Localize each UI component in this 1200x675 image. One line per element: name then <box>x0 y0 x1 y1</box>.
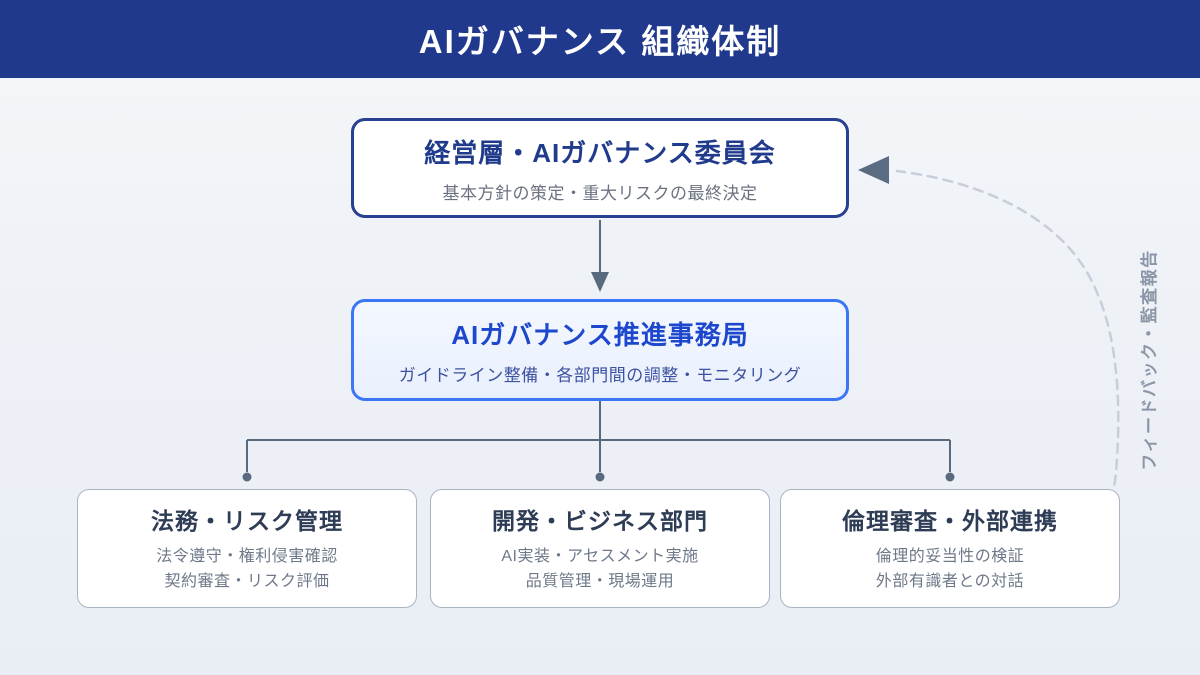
dept-subtitle: 法令遵守・権利侵害確認 契約審査・リスク評価 <box>156 545 338 595</box>
page-title: AIガバナンス 組織体制 <box>418 23 782 60</box>
executive-title: 経営層・AIガバナンス委員会 <box>424 137 776 168</box>
feedback-arrowhead-icon <box>858 156 889 184</box>
office-title: AIガバナンス推進事務局 <box>451 319 749 350</box>
dept-subtitle-line2: 品質管理・現場運用 <box>525 573 675 590</box>
office-subtitle: ガイドライン整備・各部門間の調整・モニタリング <box>398 365 802 385</box>
dept-subtitle-line2: 契約審査・リスク評価 <box>164 573 330 590</box>
down-arrowhead-icon <box>591 272 609 292</box>
dept-subtitle-line1: AI実装・アセスメント実施 <box>501 548 699 566</box>
node-legal-risk: 法務・リスク管理 法令遵守・権利侵害確認 契約審査・リスク評価 <box>77 489 417 608</box>
dept-subtitle: 倫理的妥当性の検証 外部有識者との対話 <box>876 545 1025 595</box>
node-dev-business: 開発・ビジネス部門 AI実装・アセスメント実施 品質管理・現場運用 <box>430 489 770 608</box>
dept-subtitle-line1: 法令遵守・権利侵害確認 <box>156 548 338 566</box>
node-executive-committee: 経営層・AIガバナンス委員会 基本方針の策定・重大リスクの最終決定 <box>351 118 849 218</box>
connector-dot-right <box>945 472 955 482</box>
dept-title: 法務・リスク管理 <box>151 508 343 535</box>
executive-subtitle: 基本方針の策定・重大リスクの最終決定 <box>442 183 758 203</box>
node-governance-office: AIガバナンス推進事務局 ガイドライン整備・各部門間の調整・モニタリング <box>351 299 849 401</box>
feedback-label: フィードバック・監査報告 <box>1140 249 1159 471</box>
node-ethics-external: 倫理審査・外部連携 倫理的妥当性の検証 外部有識者との対話 <box>780 489 1120 608</box>
dept-title: 開発・ビジネス部門 <box>492 508 708 535</box>
dept-title: 倫理審査・外部連携 <box>842 508 1058 535</box>
connector-dot-left <box>242 472 252 482</box>
title-bar: AIガバナンス 組織体制 <box>0 0 1200 78</box>
office-to-departments-tree <box>246 401 951 472</box>
dept-subtitle-line1: 倫理的妥当性の検証 <box>875 548 1025 566</box>
connector-dot-center <box>595 472 605 482</box>
dept-subtitle: AI実装・アセスメント実施 品質管理・現場運用 <box>501 545 698 595</box>
dept-subtitle-line2: 外部有識者との対話 <box>875 573 1025 590</box>
